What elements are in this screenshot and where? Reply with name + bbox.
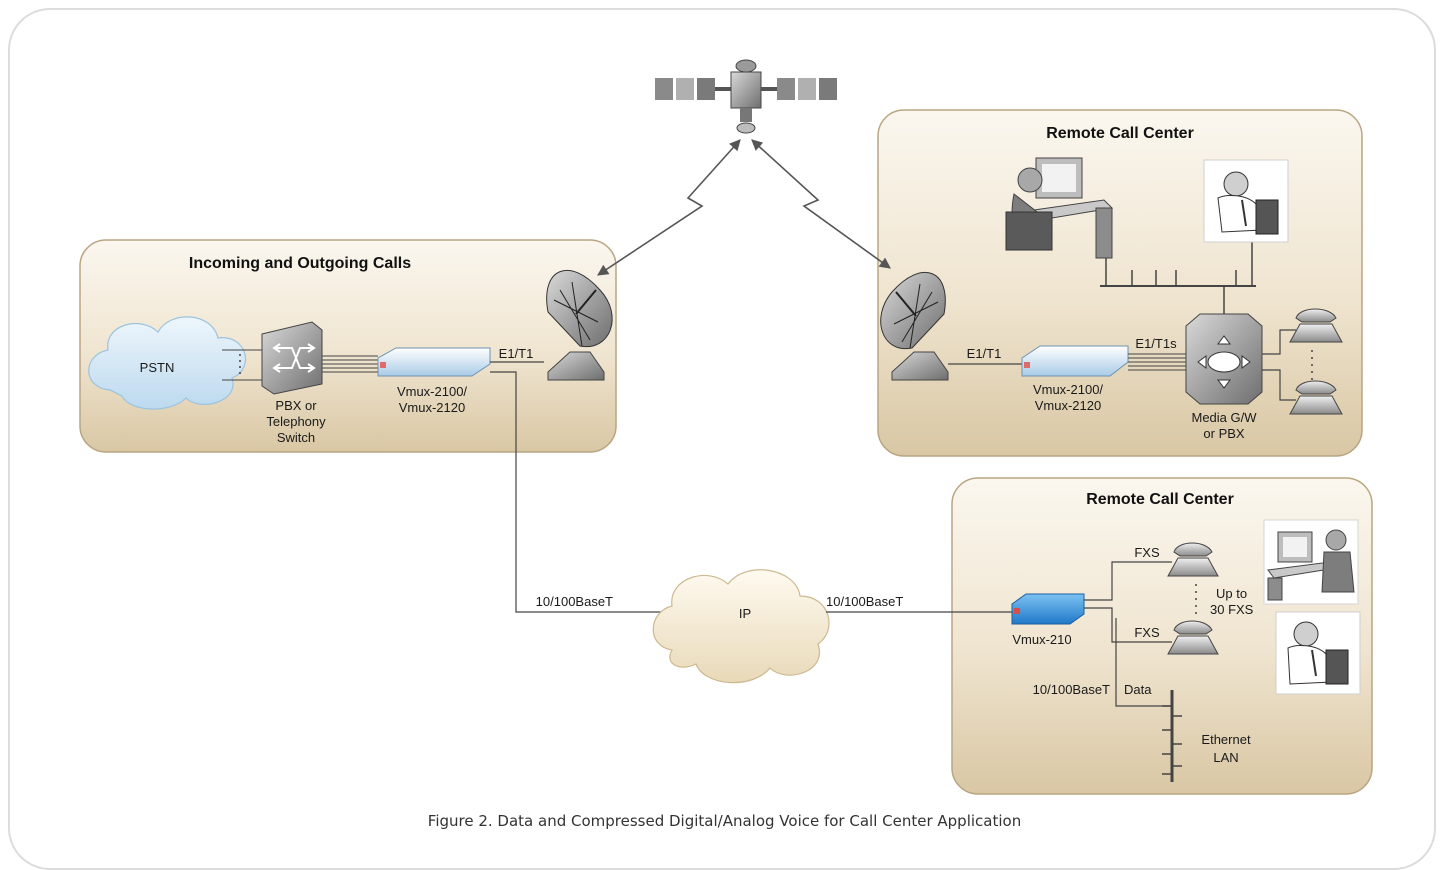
trunk-lines-right bbox=[1128, 353, 1186, 371]
link-vmux210-to-lan bbox=[1115, 618, 1172, 707]
figure-caption: Figure 2. Data and Compressed Digital/An… bbox=[427, 812, 1022, 830]
phone-icon-top-2 bbox=[1289, 380, 1343, 415]
panel-incoming-outgoing-title: Incoming and Outgoing Calls bbox=[189, 255, 411, 272]
e1t1-left-label: E1/T1 bbox=[499, 346, 534, 361]
base-right-label: 10/100BaseT bbox=[826, 594, 903, 609]
up-to-label-1: Up to bbox=[1216, 586, 1247, 601]
trunk-lines-left bbox=[322, 355, 378, 373]
e1t1-right-label: E1/T1 bbox=[967, 346, 1002, 361]
agent-desk-icon-top-left bbox=[1005, 157, 1114, 259]
media-gateway-icon bbox=[1185, 313, 1263, 405]
vmux-right-label-2: Vmux-2120 bbox=[1035, 398, 1101, 413]
pbx-switch-icon bbox=[261, 321, 323, 395]
vmux-210-icon bbox=[1011, 593, 1085, 625]
ethernet-lan-bus bbox=[1162, 690, 1182, 782]
pstn-label: PSTN bbox=[140, 360, 175, 375]
satellite-link-right bbox=[751, 139, 891, 269]
satellite-dish-left-icon bbox=[546, 269, 613, 381]
media-gw-label-1: Media G/W bbox=[1191, 410, 1257, 425]
satellite-icon bbox=[655, 59, 837, 134]
pstn-cloud: PSTN bbox=[88, 316, 247, 410]
pbx-label-3: Switch bbox=[277, 430, 315, 445]
e1t1s-label: E1/T1s bbox=[1135, 336, 1177, 351]
vmux-left-label-2: Vmux-2120 bbox=[399, 400, 465, 415]
media-gw-label-2: or PBX bbox=[1203, 426, 1245, 441]
ip-cloud: IP bbox=[652, 569, 830, 684]
base-left-label: 10/100BaseT bbox=[536, 594, 613, 609]
ethernet-label-2: LAN bbox=[1213, 750, 1238, 765]
pbx-label-1: PBX or bbox=[275, 398, 317, 413]
phone-icon-fxs-1 bbox=[1167, 542, 1219, 577]
vmux-2100-right-icon bbox=[1021, 345, 1129, 377]
pbx-label-2: Telephony bbox=[266, 414, 326, 429]
data-label: Data bbox=[1124, 682, 1152, 697]
agent-desk-icon-bottom-2 bbox=[1275, 611, 1361, 695]
agent-desk-icon-bottom-1 bbox=[1263, 519, 1359, 605]
panel-remote-bottom-title: Remote Call Center bbox=[1086, 491, 1234, 508]
link-vmux-to-ip bbox=[490, 371, 670, 613]
fxs-top-label: FXS bbox=[1134, 545, 1160, 560]
vmux-left-label-1: Vmux-2100/ bbox=[397, 384, 467, 399]
satellite-link-left bbox=[597, 139, 741, 276]
up-to-label-2: 30 FXS bbox=[1210, 602, 1254, 617]
phone-icon-fxs-2 bbox=[1167, 620, 1219, 655]
fxs-bottom-label: FXS bbox=[1134, 625, 1160, 640]
base-lan-label: 10/100BaseT bbox=[1033, 682, 1110, 697]
panel-remote-top-title: Remote Call Center bbox=[1046, 125, 1194, 142]
ip-label: IP bbox=[739, 606, 751, 621]
vmux-2100-left-icon bbox=[377, 347, 491, 377]
satellite-dish-right-icon bbox=[880, 271, 949, 381]
ethernet-label-1: Ethernet bbox=[1201, 732, 1251, 747]
vmux-right-label-1: Vmux-2100/ bbox=[1033, 382, 1103, 397]
panel-remote-call-center-top bbox=[877, 109, 1363, 457]
phone-icon-top-1 bbox=[1289, 308, 1343, 343]
agent-desk-icon-top-right bbox=[1203, 159, 1289, 243]
vmux210-label: Vmux-210 bbox=[1012, 632, 1071, 647]
